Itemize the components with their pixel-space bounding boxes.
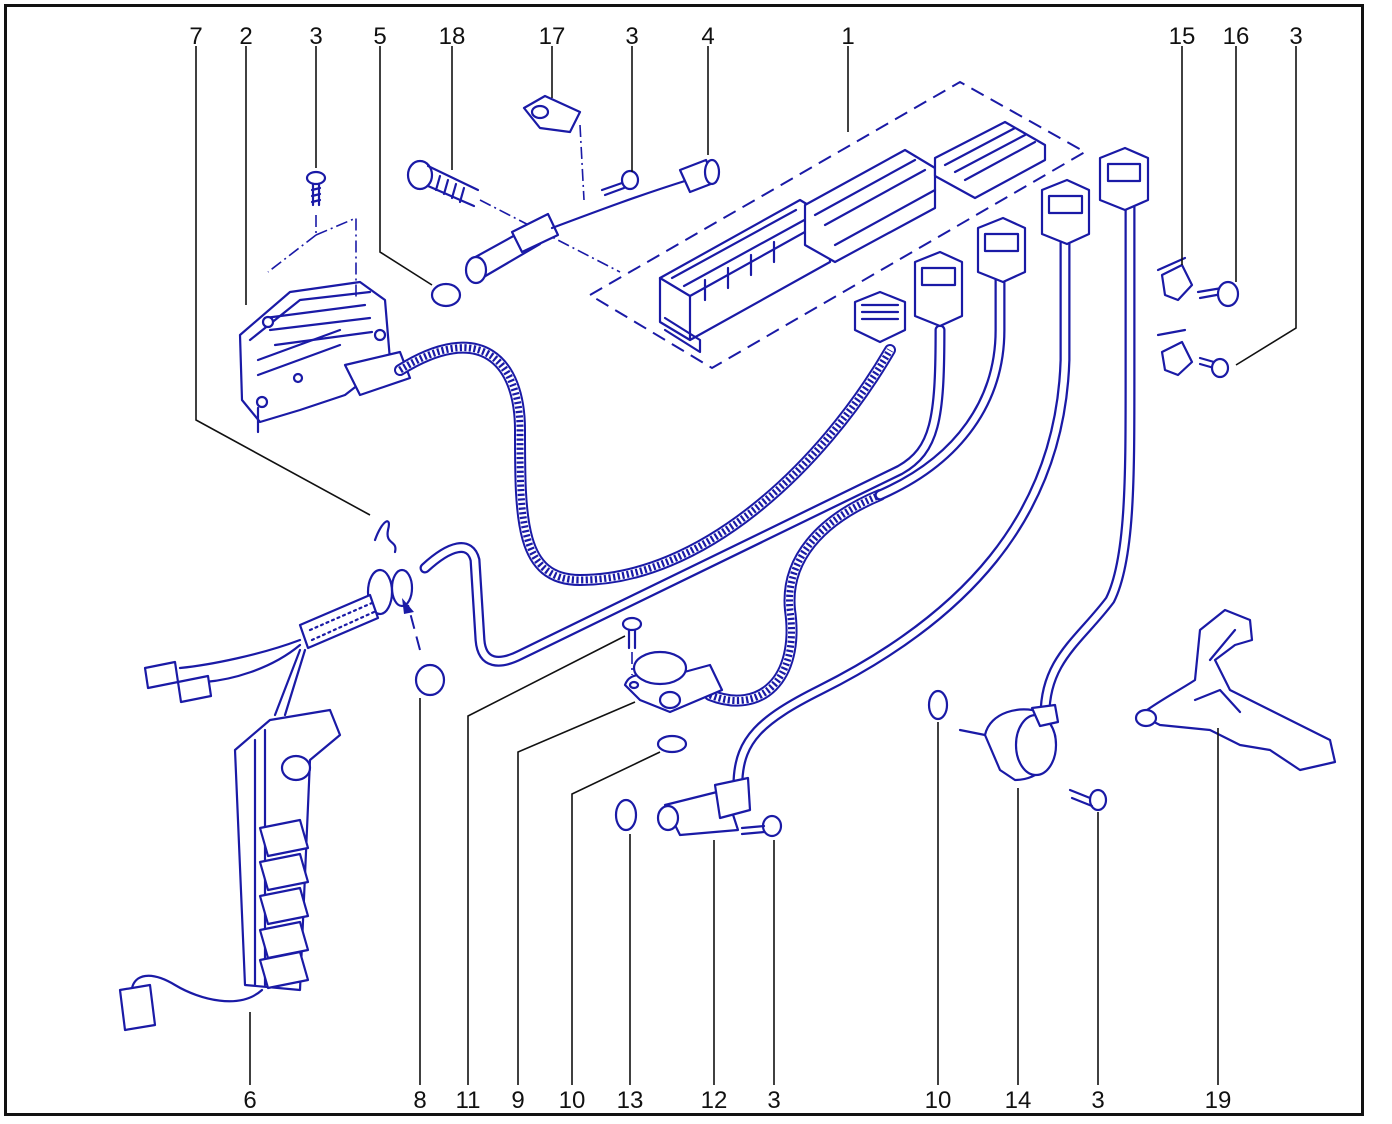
label-bottom-9: 9 [511,1087,524,1114]
cable-to-part-14 [1039,194,1136,721]
label-top-18: 18 [439,23,466,50]
screw-part-3-sensor [600,169,640,197]
label-top-2: 2 [239,23,252,50]
part-19-bracket [1134,608,1337,772]
label-bottom-10a: 10 [559,1087,586,1114]
label-bottom-3b: 3 [1091,1087,1104,1114]
part-6-wiring-board [118,638,342,1032]
label-bottom-6: 6 [243,1087,256,1114]
part-13-o-ring [614,798,638,832]
bottom-labels: 6 8 11 9 10 13 12 3 10 14 3 19 [243,1087,1231,1114]
label-bottom-11: 11 [456,1087,481,1114]
part-1-connector-housing [588,80,1088,370]
part-18-bolt [406,159,621,273]
part-14-sensor [958,703,1060,782]
leader-lines [195,46,1297,1085]
top-labels: 7 2 3 5 18 17 3 4 1 15 16 3 [189,23,1302,50]
label-top-3b: 3 [625,23,638,50]
part-7-wire-clip [373,520,397,554]
part-15-clip [1156,256,1194,302]
part-2-control-module [238,280,412,434]
clip-and-screw-part-3 [1156,328,1230,379]
label-bottom-13: 13 [617,1087,644,1114]
label-bottom-10b: 10 [925,1087,952,1114]
cable-to-part-12 [732,234,1071,786]
label-bottom-19: 19 [1205,1087,1232,1114]
part-17-clip [522,94,585,201]
part-5-o-ring [430,282,462,308]
part-10-o-ring-left [656,734,688,754]
label-bottom-12: 12 [701,1087,728,1114]
part-4-sensor-with-lead [464,158,721,285]
main-tube-harness [419,324,946,667]
label-top-15: 15 [1169,23,1196,50]
label-bottom-14: 14 [1005,1087,1032,1114]
part-16-screw [1196,280,1240,308]
cable-to-part-9 [704,264,1006,707]
label-top-1: 1 [841,23,854,50]
label-top-7: 7 [189,23,202,50]
label-bottom-8: 8 [413,1087,426,1114]
label-top-3c: 3 [1289,23,1302,50]
screw-part-3-module [267,170,357,300]
label-top-17: 17 [539,23,566,50]
coiled-cable-module [394,341,896,587]
part-9-sensor [623,650,724,714]
label-bottom-3a: 3 [767,1087,780,1114]
part-10-o-ring-right [927,689,949,721]
connector-plugs [853,146,1150,344]
label-top-3a: 3 [309,23,322,50]
label-top-5: 5 [373,23,386,50]
part-12-sensor [656,776,783,838]
part-8-o-ring [402,598,446,697]
label-top-4: 4 [701,23,714,50]
part-11-screw [621,616,643,675]
label-top-16: 16 [1223,23,1250,50]
cable-grommet [298,568,414,650]
screw-part-3-part-14 [1068,788,1108,812]
